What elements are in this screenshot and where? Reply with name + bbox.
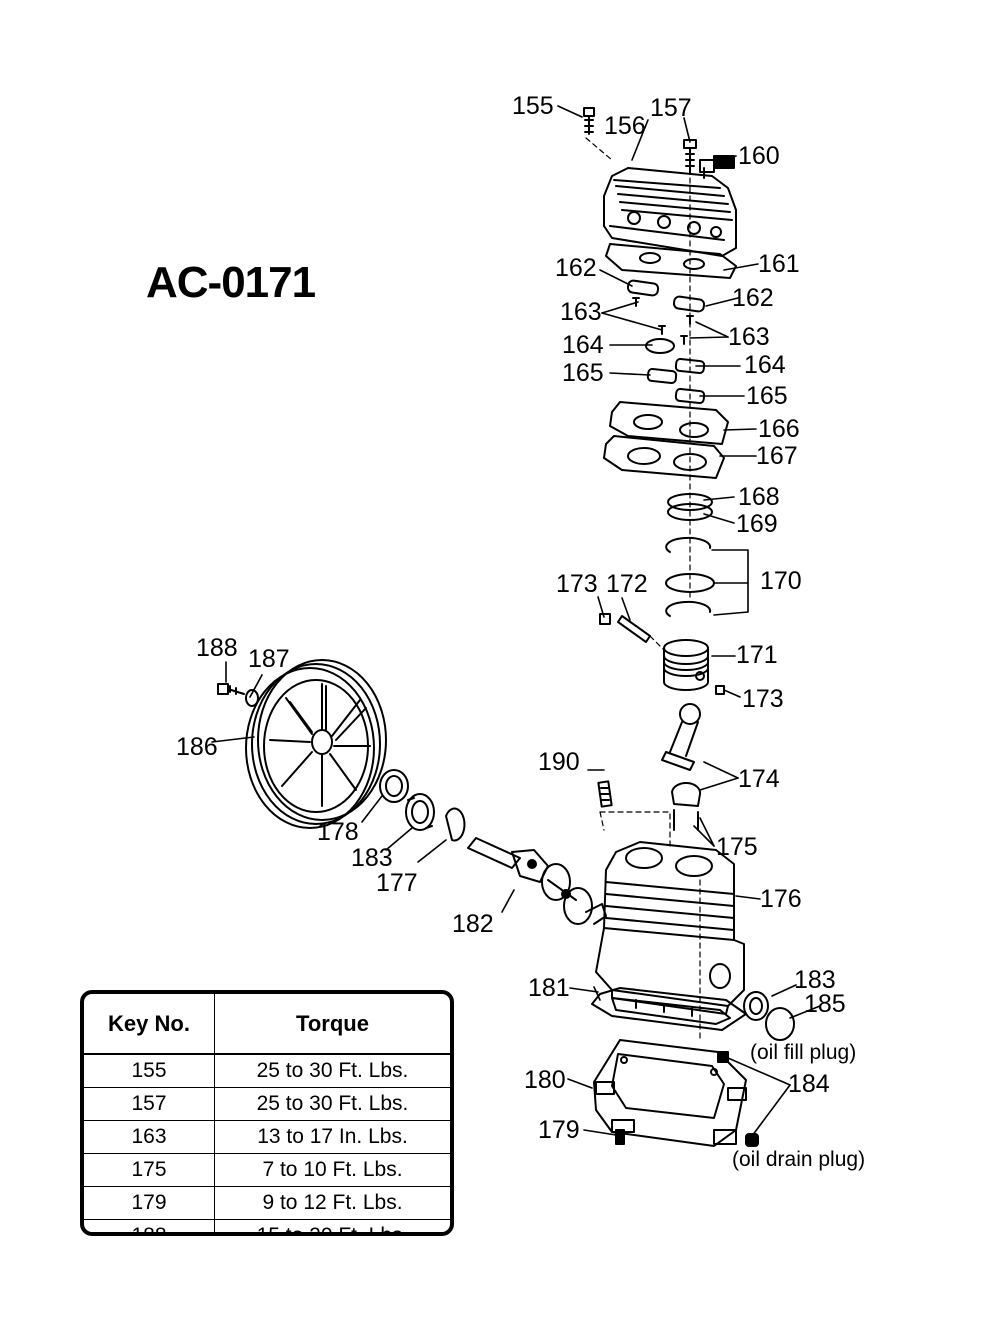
diagram-title: AC-0171 (146, 258, 316, 307)
torque-table-header: Key No. Torque (84, 994, 450, 1055)
callout-176: 176 (760, 885, 802, 913)
callout-157: 157 (650, 94, 692, 122)
part-179-bolt (615, 1129, 625, 1145)
part-171-piston (663, 639, 709, 691)
callout-187: 187 (248, 645, 290, 673)
part-186-flywheel (245, 659, 387, 829)
torque-table: Key No. Torque 155 25 to 30 Ft. Lbs. 157… (80, 990, 454, 1236)
part-181-gasket (591, 987, 747, 1031)
torque-cell: 15 to 20 Ft. Lbs. (214, 1219, 450, 1232)
part-184-plugs (717, 1051, 759, 1147)
table-row: 175 7 to 10 Ft. Lbs. (84, 1153, 450, 1187)
part-170-piston-rings (665, 536, 715, 617)
leader-lines (211, 105, 821, 1137)
callout-164-right: 164 (744, 351, 786, 379)
table-row: 188 15 to 20 Ft. Lbs. (84, 1219, 450, 1232)
callout-185: 185 (804, 990, 846, 1018)
callout-165-left: 165 (562, 359, 604, 387)
part-161-gasket (605, 243, 737, 279)
key-no-cell: 163 (84, 1120, 215, 1154)
part-187-washer (245, 689, 259, 707)
key-no-cell: 179 (84, 1186, 215, 1220)
table-row: 155 25 to 30 Ft. Lbs. (84, 1053, 450, 1088)
torque-cell: 13 to 17 In. Lbs. (214, 1120, 450, 1154)
callout-181: 181 (528, 974, 570, 1002)
callout-183-left: 183 (351, 844, 393, 872)
part-156-cylinder-head (603, 167, 737, 257)
callout-186: 186 (176, 733, 218, 761)
part-173-clip (599, 613, 725, 695)
callout-163-left: 163 (560, 298, 602, 326)
part-172-wrist-pin (617, 615, 651, 643)
part-155-bolt (583, 107, 595, 135)
part-166-valve-plate (609, 401, 729, 445)
callout-178: 178 (317, 818, 359, 846)
torque-cell: 25 to 30 Ft. Lbs. (214, 1087, 450, 1121)
part-188-bolt (217, 683, 245, 695)
key-no-cell: 157 (84, 1087, 215, 1121)
callout-167: 167 (756, 442, 798, 470)
callout-184: 184 (788, 1070, 830, 1098)
part-178-seal (379, 769, 409, 803)
torque-cell: 7 to 10 Ft. Lbs. (214, 1153, 450, 1187)
key-no-cell: 175 (84, 1153, 215, 1187)
callout-155: 155 (512, 92, 554, 120)
part-174-connecting-rod (661, 703, 702, 831)
part-177-gasket (445, 807, 466, 842)
valve-parts (626, 279, 706, 405)
callout-156: 156 (604, 112, 646, 140)
key-no-cell: 155 (84, 1053, 215, 1088)
part-176-cylinder-block (595, 841, 745, 1017)
torque-cell: 25 to 30 Ft. Lbs. (214, 1053, 450, 1088)
callout-172: 172 (606, 570, 648, 598)
callout-180: 180 (524, 1066, 566, 1094)
column-header-torque: Torque (214, 994, 450, 1055)
callout-161: 161 (758, 250, 800, 278)
part-160-fitting (699, 155, 735, 179)
oil-fill-plug-note: (oil fill plug) (750, 1041, 857, 1064)
part-185-plug (765, 1007, 795, 1041)
table-row: 157 25 to 30 Ft. Lbs. (84, 1087, 450, 1121)
callout-177: 177 (376, 869, 418, 897)
callout-190: 190 (538, 748, 580, 776)
table-row: 163 13 to 17 In. Lbs. (84, 1120, 450, 1154)
callout-171: 171 (736, 641, 778, 669)
callout-162-left: 162 (555, 254, 597, 282)
part-183-bearing-left (405, 793, 435, 831)
column-header-key-no: Key No. (84, 994, 215, 1055)
part-190-pin (597, 780, 613, 808)
callout-175: 175 (716, 833, 758, 861)
callout-173-right: 173 (742, 685, 784, 713)
part-182-crankshaft (467, 837, 607, 925)
callout-166: 166 (758, 415, 800, 443)
table-row: 179 9 to 12 Ft. Lbs. (84, 1186, 450, 1220)
part-167-gasket (603, 435, 725, 479)
oil-drain-plug-note: (oil drain plug) (732, 1148, 866, 1171)
callout-169: 169 (736, 510, 778, 538)
callout-162-right: 162 (732, 284, 774, 312)
callout-188: 188 (196, 634, 238, 662)
callout-164-left: 164 (562, 331, 604, 359)
part-168-169-rings (667, 493, 713, 521)
callout-179: 179 (538, 1116, 580, 1144)
callout-183-right: 183 (794, 966, 836, 994)
callout-182: 182 (452, 910, 494, 938)
callout-163-right: 163 (728, 323, 770, 351)
key-no-cell: 188 (84, 1219, 215, 1232)
part-157-bolt (683, 139, 697, 175)
callout-170: 170 (760, 567, 802, 595)
part-183-seal-right (743, 991, 769, 1021)
callout-173-left: 173 (556, 570, 598, 598)
torque-cell: 9 to 12 Ft. Lbs. (214, 1186, 450, 1220)
callout-165-right: 165 (746, 382, 788, 410)
part-180-base (593, 1039, 747, 1147)
callout-174: 174 (738, 765, 780, 793)
callout-168: 168 (738, 483, 780, 511)
callout-160: 160 (738, 142, 780, 170)
